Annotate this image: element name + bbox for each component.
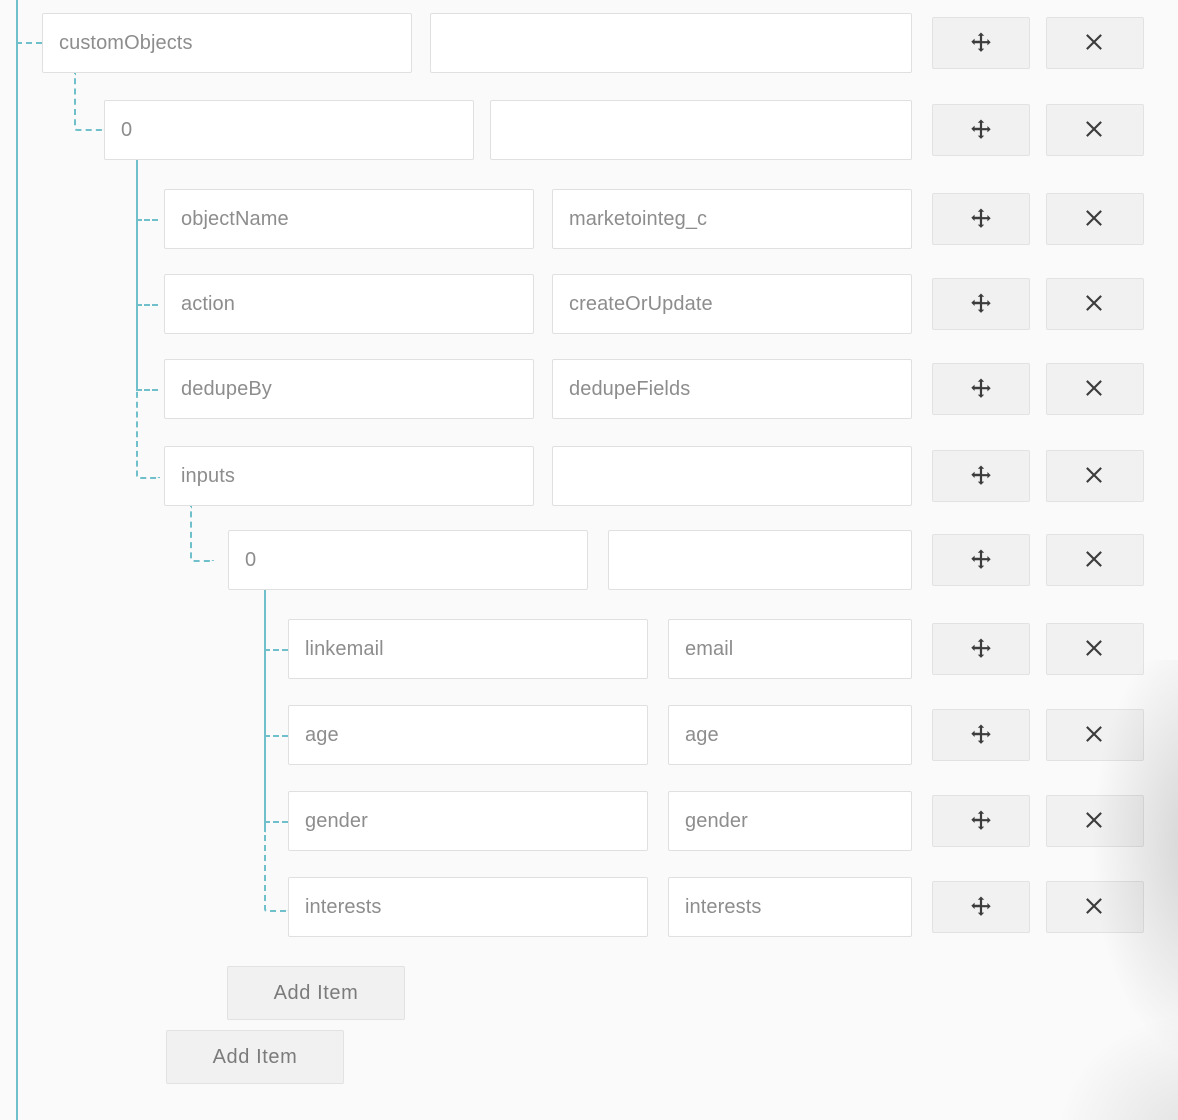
key-input-linkemail[interactable]: linkemail	[288, 619, 648, 679]
close-x-icon	[1083, 207, 1107, 231]
connector-index0-to-objectname	[136, 219, 158, 221]
key-input-inputs[interactable]: inputs	[164, 446, 534, 506]
connector-inner-index0-to-age	[264, 735, 288, 737]
key-input-objectname[interactable]: objectName	[164, 189, 534, 249]
move-arrows-icon	[969, 118, 993, 142]
remove-button-interests[interactable]	[1046, 881, 1144, 933]
key-input-gender[interactable]: gender	[288, 791, 648, 851]
move-arrows-icon	[969, 723, 993, 747]
close-x-icon	[1083, 377, 1107, 401]
close-x-icon	[1083, 31, 1107, 55]
move-arrows-icon	[969, 548, 993, 572]
connector-root-to-customobjects	[16, 42, 42, 44]
move-button-index0-level2[interactable]	[932, 104, 1030, 156]
value-input-gender[interactable]: gender	[668, 791, 912, 851]
key-input-dedupeby[interactable]: dedupeBy	[164, 359, 534, 419]
key-input-index0-level4[interactable]: 0	[228, 530, 588, 590]
root-trunk-line	[16, 0, 18, 1120]
move-button-gender[interactable]	[932, 795, 1030, 847]
remove-button-linkemail[interactable]	[1046, 623, 1144, 675]
remove-button-age[interactable]	[1046, 709, 1144, 761]
move-button-age[interactable]	[932, 709, 1030, 761]
connector-index0-to-action	[136, 304, 158, 306]
move-arrows-icon	[969, 377, 993, 401]
tree-row-objectname: objectName marketointeg_c	[0, 189, 1178, 249]
close-x-icon	[1083, 809, 1107, 833]
move-arrows-icon	[969, 637, 993, 661]
connector-index0-trunk-solid	[136, 158, 138, 389]
value-input-objectname[interactable]: marketointeg_c	[552, 189, 912, 249]
key-input-index0-level2[interactable]: 0	[104, 100, 474, 160]
add-item-button-custom-objects[interactable]: Add Item	[166, 1030, 344, 1084]
connector-customobjects-to-index0	[74, 73, 106, 131]
move-arrows-icon	[969, 207, 993, 231]
value-input-index0-level4[interactable]	[608, 530, 912, 590]
close-x-icon	[1083, 548, 1107, 572]
connector-inner-index0-to-linkemail	[264, 649, 288, 651]
tree-row-linkemail: linkemail email	[0, 619, 1178, 679]
connector-index0-trunk-dashed	[136, 387, 160, 479]
close-x-icon	[1083, 464, 1107, 488]
add-item-button-inputs[interactable]: Add Item	[227, 966, 405, 1020]
tree-row-gender: gender gender	[0, 791, 1178, 851]
key-input-age[interactable]: age	[288, 705, 648, 765]
move-arrows-icon	[969, 895, 993, 919]
connector-index0-to-dedupeby	[136, 389, 158, 391]
move-button-linkemail[interactable]	[932, 623, 1030, 675]
tree-row-customobjects: customObjects	[0, 13, 1178, 73]
move-arrows-icon	[969, 292, 993, 316]
value-input-age[interactable]: age	[668, 705, 912, 765]
value-input-action[interactable]: createOrUpdate	[552, 274, 912, 334]
remove-button-action[interactable]	[1046, 278, 1144, 330]
value-input-interests[interactable]: interests	[668, 877, 912, 937]
move-button-customobjects[interactable]	[932, 17, 1030, 69]
remove-button-gender[interactable]	[1046, 795, 1144, 847]
remove-button-customobjects[interactable]	[1046, 17, 1144, 69]
value-input-inputs[interactable]	[552, 446, 912, 506]
remove-button-dedupeby[interactable]	[1046, 363, 1144, 415]
move-button-dedupeby[interactable]	[932, 363, 1030, 415]
tree-row-index0-level2: 0	[0, 100, 1178, 160]
remove-button-index0-level2[interactable]	[1046, 104, 1144, 156]
connector-inner-index0-trunk-dashed	[264, 830, 290, 912]
move-arrows-icon	[969, 31, 993, 55]
page-corner-shadow	[998, 920, 1178, 1120]
move-button-action[interactable]	[932, 278, 1030, 330]
connector-inner-index0-to-gender	[264, 821, 288, 823]
value-input-index0-level2[interactable]	[490, 100, 912, 160]
key-input-customobjects[interactable]: customObjects	[42, 13, 412, 73]
key-input-action[interactable]: action	[164, 274, 534, 334]
close-x-icon	[1083, 895, 1107, 919]
close-x-icon	[1083, 723, 1107, 747]
remove-button-objectname[interactable]	[1046, 193, 1144, 245]
remove-button-index0-level4[interactable]	[1046, 534, 1144, 586]
tree-row-age: age age	[0, 705, 1178, 765]
close-x-icon	[1083, 118, 1107, 142]
value-input-dedupeby[interactable]: dedupeFields	[552, 359, 912, 419]
connector-inner-index0-trunk-solid	[264, 588, 266, 832]
connector-inputs-to-index0	[190, 506, 214, 562]
move-button-interests[interactable]	[932, 881, 1030, 933]
tree-row-dedupeby: dedupeBy dedupeFields	[0, 359, 1178, 419]
key-input-interests[interactable]: interests	[288, 877, 648, 937]
tree-row-interests: interests interests	[0, 877, 1178, 937]
move-arrows-icon	[969, 809, 993, 833]
move-button-index0-level4[interactable]	[932, 534, 1030, 586]
move-button-objectname[interactable]	[932, 193, 1030, 245]
tree-row-index0-level4: 0	[0, 530, 1178, 590]
close-x-icon	[1083, 637, 1107, 661]
value-input-customobjects[interactable]	[430, 13, 912, 73]
close-x-icon	[1083, 292, 1107, 316]
move-button-inputs[interactable]	[932, 450, 1030, 502]
remove-button-inputs[interactable]	[1046, 450, 1144, 502]
move-arrows-icon	[969, 464, 993, 488]
value-input-linkemail[interactable]: email	[668, 619, 912, 679]
tree-row-inputs: inputs	[0, 446, 1178, 506]
tree-row-action: action createOrUpdate	[0, 274, 1178, 334]
